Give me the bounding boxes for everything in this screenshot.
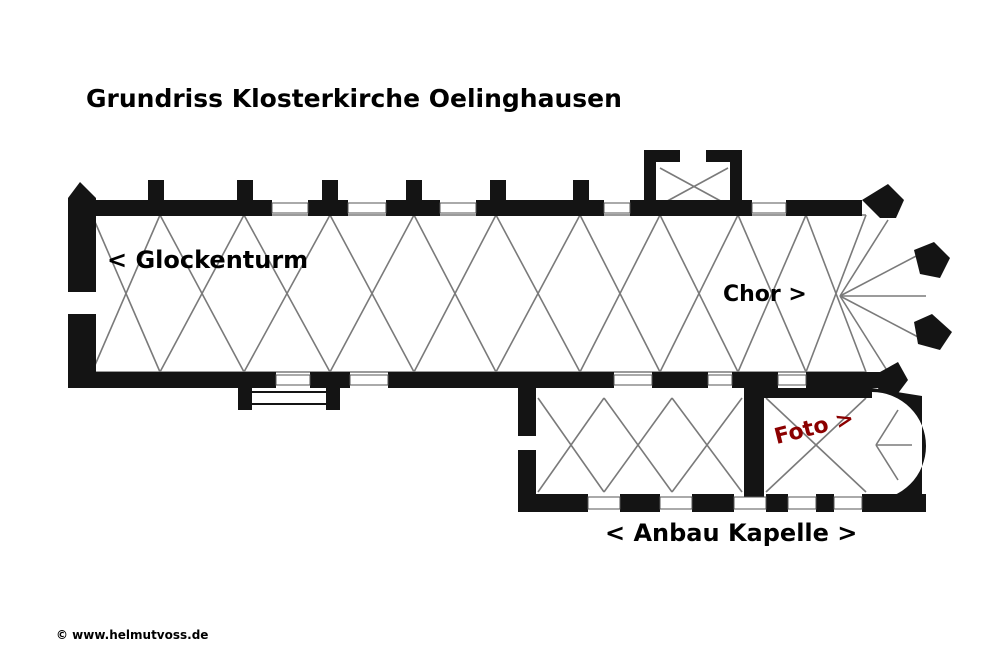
plan-title: Grundriss Klosterkirche Oelinghausen [86, 84, 622, 113]
label-anbau-kapelle: < Anbau Kapelle > [605, 519, 858, 547]
walls [65, 150, 952, 512]
copyright-notice: © www.helmutvoss.de [56, 628, 209, 642]
window-openings [271, 202, 863, 510]
label-chor: Chor > [723, 282, 807, 307]
label-glockenturm: < Glockenturm [107, 246, 309, 274]
porch-outline [252, 391, 326, 405]
